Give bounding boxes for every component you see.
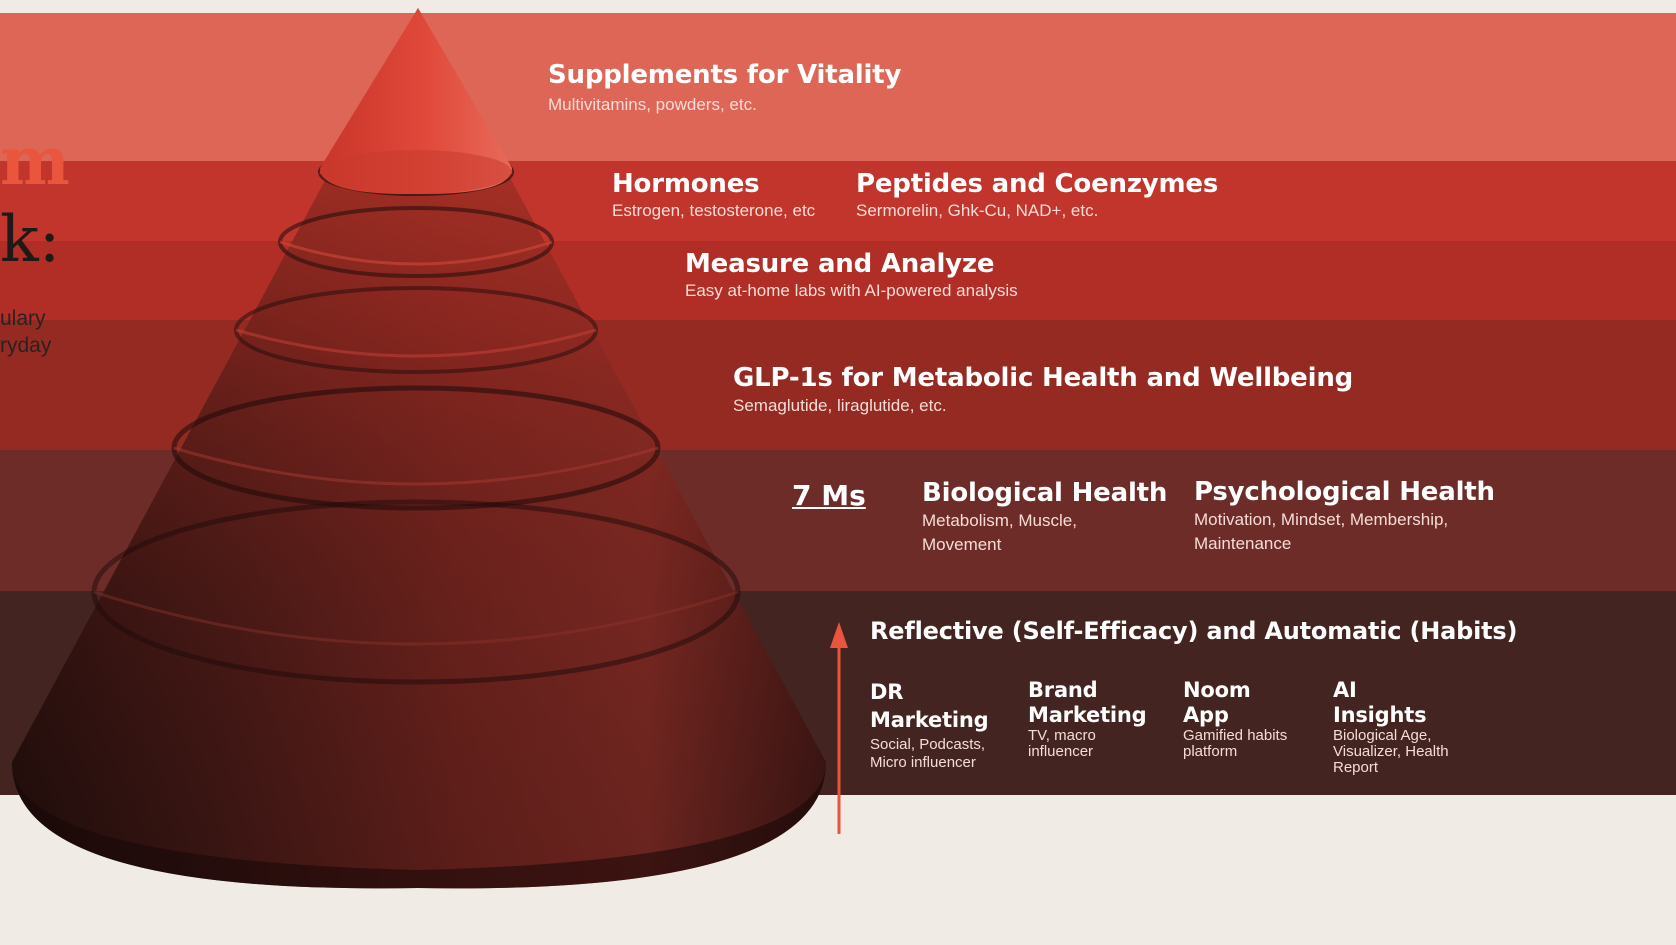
- layer-peptides: Peptides and Coenzymes Sermorelin, Ghk-C…: [856, 168, 1218, 222]
- noom-app-sub-line2: platform: [1183, 743, 1238, 760]
- biological-health-line2: Movement: [922, 535, 1002, 554]
- hormones-title: Hormones: [612, 169, 760, 199]
- supplements-title: Supplements for Vitality: [548, 60, 902, 90]
- layer-hormones: Hormones Estrogen, testosterone, etc: [612, 168, 815, 222]
- foundation-column-ai-insights: AI Insights Biological Age, Visualizer, …: [1333, 678, 1449, 776]
- measure-title: Measure and Analyze: [685, 249, 995, 279]
- partial-body-line1: ulary: [0, 307, 46, 330]
- dr-marketing-title-line2: Marketing: [870, 708, 989, 732]
- partial-body-line2: ryday: [0, 334, 52, 357]
- biological-health: Biological Health Metabolism, Muscle, Mo…: [922, 477, 1167, 557]
- hormones-subtitle: Estrogen, testosterone, etc: [612, 201, 816, 220]
- ai-insights-title-line2: Insights: [1333, 703, 1427, 727]
- brand-marketing-title-line2: Marketing: [1028, 703, 1147, 727]
- psychological-health-title: Psychological Health: [1194, 477, 1495, 507]
- peptides-title: Peptides and Coenzymes: [856, 169, 1219, 199]
- measure-subtitle: Easy at-home labs with AI-powered analys…: [685, 281, 1018, 300]
- upward-arrow: [830, 622, 848, 834]
- noom-app-sub-line1: Gamified habits: [1183, 727, 1288, 744]
- brand-marketing-sub-line1: TV, macro: [1028, 727, 1096, 744]
- brand-marketing-sub-line2: influencer: [1028, 743, 1094, 760]
- band-hormones-peptides: [0, 161, 1676, 241]
- psychological-health: Psychological Health Motivation, Mindset…: [1194, 476, 1495, 556]
- dr-marketing-sub-line1: Social, Podcasts,: [870, 736, 986, 753]
- foundation-title: Reflective (Self-Efficacy) and Automatic…: [870, 617, 1518, 645]
- foundation-column-dr-marketing: DR Marketing Social, Podcasts, Micro inf…: [870, 678, 989, 772]
- partial-heading-line2: k:: [0, 203, 61, 277]
- peptides-subtitle: Sermorelin, Ghk-Cu, NAD+, etc.: [856, 201, 1099, 220]
- band-supplements: [0, 13, 1676, 161]
- glp1-subtitle: Semaglutide, liraglutide, etc.: [733, 396, 947, 415]
- ai-insights-sub-line1: Biological Age,: [1333, 727, 1432, 744]
- psychological-health-line1: Motivation, Mindset, Membership,: [1194, 510, 1449, 529]
- psychological-health-line2: Maintenance: [1194, 534, 1292, 553]
- layer-glp1: GLP-1s for Metabolic Health and Wellbein…: [733, 362, 1353, 418]
- foundation-column-noom-app: Noom App Gamified habits platform: [1183, 678, 1287, 760]
- ai-insights-title-line1: AI: [1333, 678, 1357, 702]
- dr-marketing-sub-line2: Micro influencer: [870, 754, 976, 771]
- glp1-title: GLP-1s for Metabolic Health and Wellbein…: [733, 363, 1354, 393]
- foundation-column-brand-marketing: Brand Marketing TV, macro influencer: [1028, 678, 1147, 760]
- supplements-subtitle: Multivitamins, powders, etc.: [548, 95, 757, 114]
- dr-marketing-title-line1: DR: [870, 680, 904, 704]
- biological-health-title: Biological Health: [922, 478, 1168, 508]
- layer-measure: Measure and Analyze Easy at-home labs wi…: [685, 248, 1018, 302]
- ai-insights-sub-line3: Report: [1333, 759, 1379, 776]
- biological-health-line1: Metabolism, Muscle,: [922, 511, 1077, 530]
- seven-ms-link[interactable]: 7 Ms: [792, 479, 866, 512]
- partial-heading-line1: m: [0, 122, 70, 200]
- noom-app-title-line2: App: [1183, 703, 1229, 727]
- noom-app-title-line1: Noom: [1183, 678, 1251, 702]
- layer-supplements: Supplements for Vitality Multivitamins, …: [548, 58, 901, 118]
- brand-marketing-title-line1: Brand: [1028, 678, 1098, 702]
- ai-insights-sub-line2: Visualizer, Health: [1333, 743, 1449, 760]
